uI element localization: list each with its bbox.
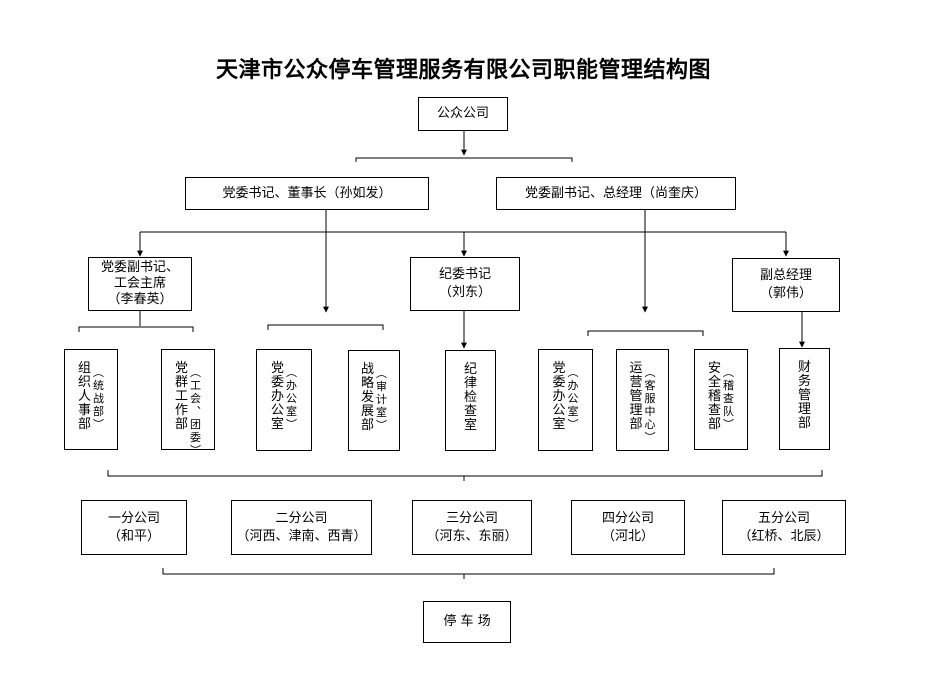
branch-name: 一分公司 — [107, 510, 160, 526]
dept-name: 财务管理部 — [797, 360, 811, 431]
node-discipline-line2: （刘东） — [438, 285, 491, 300]
branch-4[interactable]: 四分公司 （河北） — [571, 500, 685, 555]
dept-box[interactable]: 安全稽查部︵稽查队︶ — [694, 349, 748, 450]
branch-name: 五分公司 — [757, 510, 810, 526]
node-parking[interactable]: 停 车 场 — [423, 601, 511, 643]
branch-5[interactable]: 五分公司 （红桥、北辰） — [722, 500, 846, 555]
brace-leaders — [355, 157, 573, 162]
node-deputy-line1: 副总经理 — [759, 268, 812, 283]
branch-name: 二分公司 — [275, 510, 328, 526]
branch-area: （红桥、北辰） — [738, 528, 830, 544]
node-gm[interactable]: 党委副书记、总经理（尚奎庆） — [496, 177, 736, 210]
dept-name: 党委办公室 — [270, 361, 284, 432]
branch-name: 四分公司 — [601, 510, 654, 526]
dept-name: 战略发展部 — [360, 362, 374, 433]
node-chairman[interactable]: 党委书记、董事长（孙如发） — [185, 177, 429, 210]
chart-title: 天津市公众停车管理服务有限公司职能管理结构图 — [215, 57, 711, 83]
node-deputy-line2: （郭伟） — [759, 286, 812, 301]
dept-name: 安全稽查部 — [707, 361, 721, 432]
brace-parking — [162, 568, 775, 575]
dept-paren: ︵稽查队︶ — [723, 366, 734, 431]
dept-box[interactable]: 党委办公室︵办公室︶ — [256, 349, 312, 451]
branch-1[interactable]: 一分公司 （和平） — [81, 500, 187, 555]
node-union-chair[interactable]: 党委副书记、 工会主席 （李春英） — [88, 257, 192, 311]
dept-box[interactable]: 党委办公室︵办公室︶ — [538, 349, 593, 451]
branch-area: （河东、东丽） — [426, 528, 518, 544]
dept-name: 组织人事部 — [77, 361, 91, 432]
dept-paren: ︵客服中心︶ — [644, 366, 656, 444]
dept-paren: ︵审计室︶ — [376, 367, 387, 432]
branch-area: （河西、津南、西青） — [236, 528, 367, 544]
node-union-chair-line1: 党委副书记、 — [100, 260, 179, 275]
branch-name: 三分公司 — [445, 510, 498, 526]
node-chairman-label: 党委书记、董事长（孙如发） — [222, 185, 392, 201]
branch-area: （河北） — [601, 528, 654, 544]
dept-box[interactable]: 财务管理部 — [779, 348, 830, 450]
dept-paren: ︵办公室︶ — [567, 366, 579, 431]
brace-union-depts — [78, 326, 194, 332]
node-union-chair-line3: （李春英） — [107, 292, 173, 307]
node-union-chair-line2: 工会主席 — [113, 276, 166, 291]
node-parking-label: 停 车 场 — [443, 614, 491, 629]
node-discipline-line1: 纪委书记 — [438, 267, 491, 282]
dept-name: 运营管理部 — [629, 361, 643, 432]
node-gm-label: 党委副书记、总经理（尚奎庆） — [524, 185, 707, 201]
dept-box[interactable]: 组织人事部︵统战部︶ — [64, 349, 118, 450]
dept-paren: ︵统战部︶ — [93, 366, 104, 431]
branch-2[interactable]: 二分公司 （河西、津南、西青） — [231, 500, 372, 555]
dept-paren: ︵办公室︶ — [286, 366, 297, 431]
node-company[interactable]: 公众公司 — [418, 97, 508, 131]
node-deputy-gm[interactable]: 副总经理 （郭伟） — [732, 258, 840, 312]
branch-3[interactable]: 三分公司 （河东、东丽） — [412, 500, 532, 555]
dept-box[interactable]: 运营管理部︵客服中心︶ — [616, 349, 669, 451]
dept-paren: ︵工会︑团委︶ — [190, 366, 201, 457]
brace-gm-depts — [587, 330, 704, 336]
dept-box[interactable]: 纪律检查室 — [445, 350, 496, 451]
dept-name: 纪律检查室 — [463, 362, 477, 433]
dept-box[interactable]: 战略发展部︵审计室︶ — [348, 350, 400, 451]
node-discipline-secretary[interactable]: 纪委书记 （刘东） — [410, 257, 520, 311]
dept-name: 党委办公室 — [552, 361, 566, 432]
brace-branches — [107, 470, 823, 477]
dept-box[interactable]: 党群工作部︵工会︑团委︶ — [161, 349, 215, 457]
dept-name: 党群工作部 — [174, 361, 188, 432]
branch-area: （和平） — [107, 528, 160, 544]
brace-chairman-depts — [267, 324, 384, 330]
node-company-label: 公众公司 — [436, 106, 489, 121]
